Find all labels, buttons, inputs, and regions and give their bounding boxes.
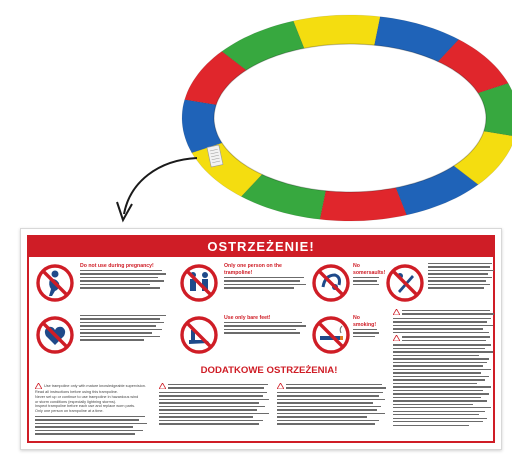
warning-header-bar: OSTRZEŻENIE!: [29, 237, 493, 257]
warning-column-2: [159, 383, 271, 427]
sign-tag-text: No smoking!: [353, 315, 377, 328]
warning-label-frame: OSTRZEŻENIE! Do not use during pregnancy…: [27, 235, 495, 443]
additional-warnings-heading: DODATKOWE OSTRZEŻENIA!: [200, 365, 338, 376]
warning-line: Inspect trampoline before each use and r…: [35, 404, 136, 409]
trampoline-pad-ring: [181, 14, 512, 222]
sign-cell-no-sharp-objects: [385, 263, 495, 309]
sign-cell-no-smoking: No smoking!: [311, 315, 381, 359]
warning-triangle-icon: [35, 383, 42, 389]
warning-column-3: [277, 383, 387, 427]
warning-line: Read all instructions before using this …: [35, 390, 118, 394]
warning-triangle-icon: [277, 383, 284, 389]
sign-cell-no-pregnancy: Do not use during pregnancy!: [35, 263, 171, 309]
sign-cell-one-person: Only one person on the trampoline!: [179, 263, 309, 309]
pad-tag-lines: [209, 149, 221, 163]
pad-inner-edge: [213, 43, 487, 193]
sign-cell-bare-feet: Use only bare feet!: [179, 315, 309, 359]
arrow-head: [116, 201, 133, 223]
warning-line: Never set up or continue to use trampoli…: [35, 394, 139, 399]
warning-line: or storm conditions (especially lightnin…: [35, 399, 117, 404]
no-pregnancy-icon: [36, 264, 74, 302]
warning-triangle-icon: [159, 383, 166, 389]
warning-column-4: [393, 309, 495, 428]
warning-line: Only one person on trampoline at a time.: [35, 409, 104, 414]
warning-triangle-icon: [393, 335, 400, 342]
no-sharp-objects-icon: [386, 264, 424, 302]
sign-tag-text: Only one person on the trampoline!: [224, 263, 282, 276]
sign-tag-text: Use only bare feet!: [224, 315, 271, 321]
warning-triangle-icon: [393, 309, 400, 315]
no-shoes-icon: [180, 316, 218, 354]
no-heart-condition-icon: [36, 316, 74, 354]
arrow-curve: [123, 157, 198, 215]
warning-column-1: Use trampoline only with mature knowledg…: [35, 383, 153, 437]
warning-header-text: OSTRZEŻENIE!: [207, 239, 315, 254]
curved-arrow: [116, 157, 198, 223]
sign-tag-text: No somersaults!: [353, 263, 386, 276]
no-smoking-icon: [312, 316, 350, 354]
no-multiple-people-icon: [180, 264, 218, 302]
sign-cell-no-heart-condition: [35, 315, 171, 359]
sign-cell-no-somersaults: No somersaults!: [311, 263, 386, 309]
pad-segment-yellow: [292, 14, 381, 49]
warning-label: OSTRZEŻENIE! Do not use during pregnancy…: [20, 228, 502, 450]
warning-line: Use trampoline only with mature knowledg…: [44, 384, 146, 388]
sign-tag-text: Do not use during pregnancy!: [80, 263, 154, 269]
no-somersault-icon: [312, 264, 350, 302]
